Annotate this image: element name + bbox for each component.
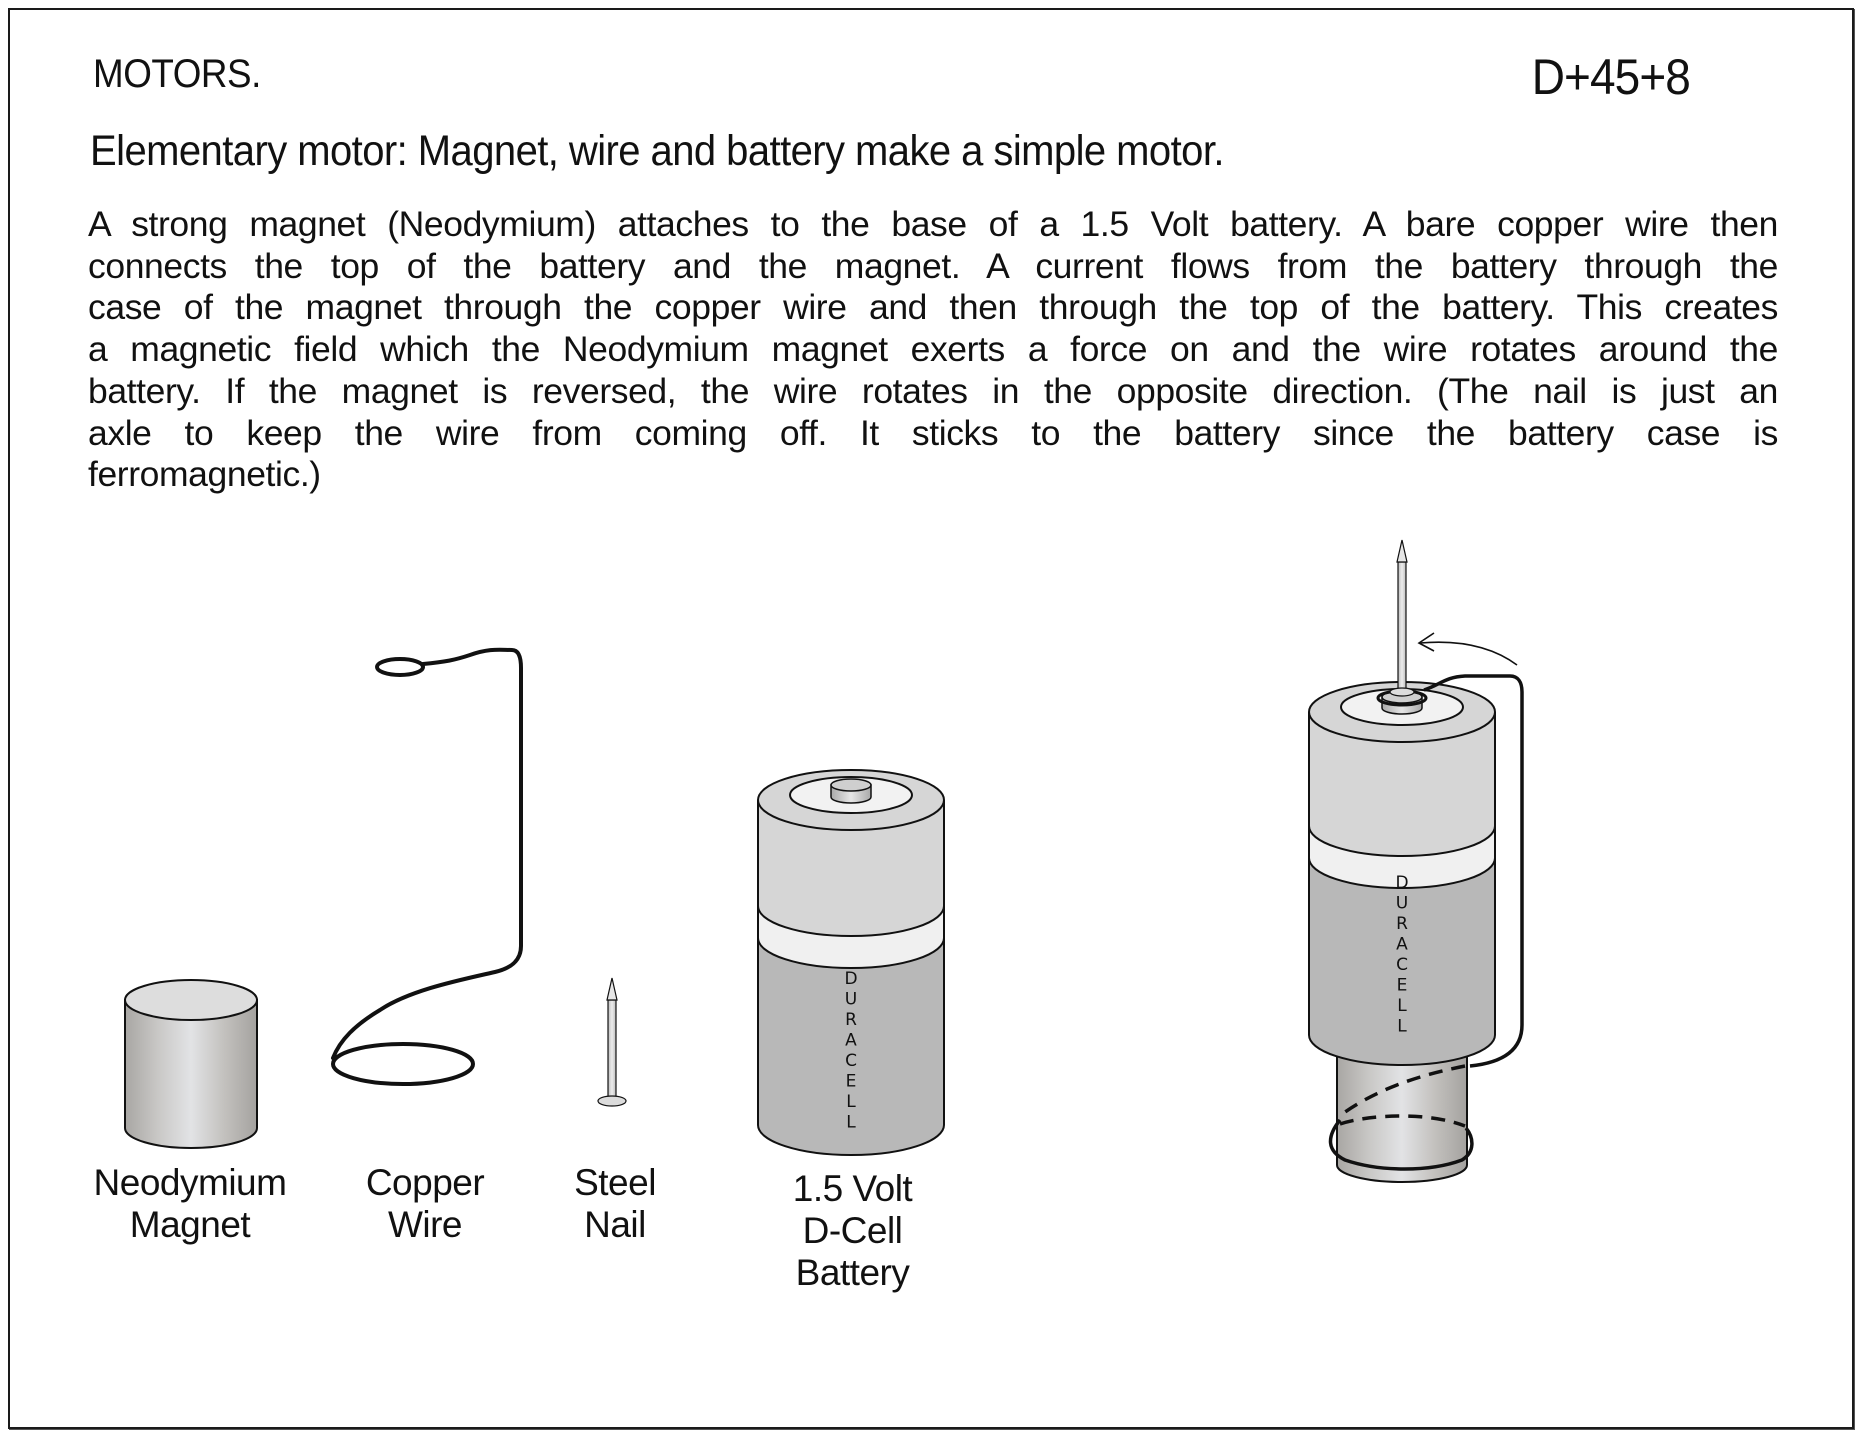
homopolar-motor-assembly-icon [1308,539,1524,1183]
label-steel-nail: Steel Nail [540,1162,690,1246]
label-line: Copper [365,1162,485,1203]
d-cell-battery-icon [757,769,945,1156]
label-line: Nail [584,1204,646,1245]
description-line: connects the top of the battery and the … [88,245,1778,286]
description-line: A strong magnet (Neodymium) attaches to … [88,204,1778,244]
description-line: a magnetic field which the Neodymium mag… [88,329,1778,370]
label-neodymium-magnet: Neodymium Magnet [70,1162,310,1246]
description-paragraph: A strong magnet (Neodymium) attaches to … [88,204,1778,496]
description-line: case of the magnet through the copper wi… [88,287,1778,328]
section-title: MOTORS. [93,52,261,96]
label-line: Steel [574,1162,656,1203]
label-line: 1.5 Volt [792,1168,913,1209]
label-copper-wire: Copper Wire [320,1162,530,1246]
description-line: ferromagnetic.) [88,454,321,495]
subtitle: Elementary motor: Magnet, wire and batte… [90,127,1224,175]
counterclockwise-arrow-icon [1417,632,1518,666]
description-line: battery. If the magnet is reversed, the … [88,370,1778,411]
label-line: D-Cell [802,1210,903,1251]
copper-wire-icon [331,647,523,1086]
page-frame [8,8,1854,1429]
label-line: Wire [387,1204,463,1245]
label-line: Neodymium [93,1162,287,1203]
label-line: Battery [795,1252,910,1293]
label-d-cell-battery: 1.5 Volt D-Cell Battery [760,1168,945,1294]
steel-nail-icon [597,977,627,1107]
description-line: axle to keep the wire from coming off. I… [88,412,1778,453]
cylinder-magnet-icon [124,979,258,1149]
page-code: D+45+8 [1531,49,1691,105]
label-line: Magnet [129,1204,251,1245]
